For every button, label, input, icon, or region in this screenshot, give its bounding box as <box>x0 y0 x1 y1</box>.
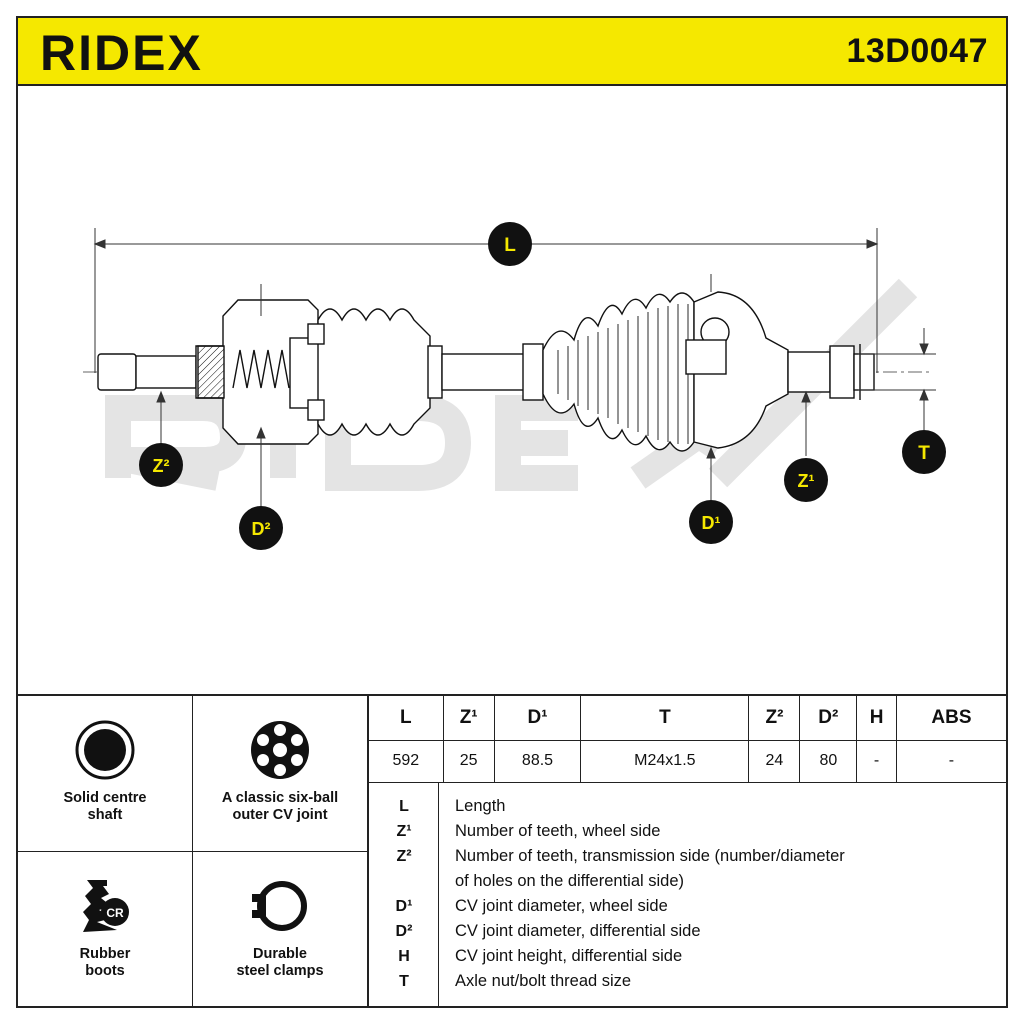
legend-key: H <box>398 948 410 965</box>
legend-text: of holes on the differential side) <box>455 872 685 890</box>
legend: L Length Z¹ Number of teeth, wheel side … <box>368 782 1006 1008</box>
feature-label-line-1: Rubber <box>79 946 131 962</box>
legend-text: Axle nut/bolt thread size <box>455 972 632 990</box>
technical-drawing: L Z² D² D¹ Z¹ T <box>18 88 1006 694</box>
spec-header: Z² <box>748 696 801 741</box>
tag-z1: Z¹ <box>784 458 828 502</box>
tag-d1: D¹ <box>689 500 733 544</box>
legend-row: D² CV joint diameter, differential side <box>369 919 1007 944</box>
legend-text: CV joint diameter, wheel side <box>455 897 668 915</box>
legend-key: D² <box>395 923 413 940</box>
feature-label-line-1: A classic six-ball <box>221 790 339 806</box>
rubber-boot-icon: CR <box>83 880 129 932</box>
spec-value: - <box>895 739 1006 783</box>
svg-text:Z¹: Z¹ <box>798 471 815 491</box>
spec-value: 25 <box>442 739 495 783</box>
solid-shaft-icon <box>75 720 135 780</box>
spec-value: M24x1.5 <box>580 739 750 783</box>
svg-text:RIDEX: RIDEX <box>40 25 203 80</box>
feature-label-line-2: boots <box>85 963 125 979</box>
feature-rubber-boots: CR Rubber boots <box>18 852 193 1008</box>
feature-label-line-2: steel clamps <box>236 963 324 979</box>
svg-text:D¹: D¹ <box>702 513 721 533</box>
legend-text: CV joint height, differential side <box>455 947 683 965</box>
spec-header: ABS <box>895 696 1006 741</box>
legend-row: T Axle nut/bolt thread size <box>369 969 1007 994</box>
leader-lines <box>156 274 936 508</box>
svg-text:D²: D² <box>252 519 271 539</box>
legend-row: L Length <box>369 794 1007 819</box>
legend-key: Z² <box>396 848 412 865</box>
feature-six-ball-joint: A classic six-ball outer CV joint <box>193 696 368 852</box>
spec-header: D² <box>799 696 858 741</box>
tag-z2: Z² <box>139 443 183 487</box>
feature-label-line-2: outer CV joint <box>232 807 328 823</box>
legend-text: Number of teeth, wheel side <box>455 822 661 840</box>
spec-value-row: 592 25 88.5 M24x1.5 24 80 - - <box>368 739 1006 783</box>
legend-row: D¹ CV joint diameter, wheel side <box>369 894 1007 919</box>
spec-header-row: L Z¹ D¹ T Z² D² H ABS <box>368 696 1006 741</box>
feature-solid-shaft: Solid centre shaft <box>18 696 193 852</box>
svg-text:Z²: Z² <box>153 456 170 476</box>
legend-text: Length <box>455 797 506 815</box>
svg-text:T: T <box>918 443 930 464</box>
spec-header: D¹ <box>493 696 582 741</box>
header-bar: RIDEX 13D0047 <box>18 18 1006 86</box>
legend-row: Z² Number of teeth, transmission side (n… <box>369 844 1007 869</box>
legend-row: Z¹ Number of teeth, wheel side <box>369 819 1007 844</box>
part-number: 13D0047 <box>846 32 988 70</box>
legend-key: Z¹ <box>396 823 412 840</box>
ridex-logo: RIDEX <box>40 25 203 80</box>
spec-header: Z¹ <box>442 696 495 741</box>
drive-shaft-drawing: L Z² D² D¹ Z¹ T <box>83 222 946 550</box>
legend-key-column <box>369 782 439 1008</box>
feature-label-line-1: Durable <box>253 946 307 962</box>
spec-table: L Z¹ D¹ T Z² D² H ABS 592 25 88.5 M24x1.… <box>368 696 1006 783</box>
drive-shaft <box>97 291 875 452</box>
svg-text:L: L <box>504 235 516 256</box>
spec-value: - <box>856 739 897 783</box>
legend-key: L <box>399 798 409 815</box>
spec-header: T <box>580 696 750 741</box>
steel-clamp-icon <box>252 881 307 931</box>
legend-key: T <box>399 973 409 990</box>
cr-badge: CR <box>106 906 124 920</box>
spec-header: L <box>368 696 444 741</box>
spec-value: 80 <box>799 739 858 783</box>
legend-text: CV joint diameter, differential side <box>455 922 701 940</box>
feature-label-line-1: Solid centre <box>63 790 147 806</box>
product-sheet: RIDEX 13D0047 <box>16 16 1008 1008</box>
legend-row: H CV joint height, differential side <box>369 944 1007 969</box>
tag-l: L <box>488 222 532 266</box>
feature-label-line-2: shaft <box>87 807 123 823</box>
legend-text: Number of teeth, transmission side (numb… <box>455 847 845 865</box>
specifications: L Z¹ D¹ T Z² D² H ABS 592 25 88.5 M24x1.… <box>368 696 1006 1008</box>
legend-key: D¹ <box>395 898 413 915</box>
spec-value: 24 <box>748 739 801 783</box>
tag-d2: D² <box>239 506 283 550</box>
spec-header: H <box>856 696 897 741</box>
info-panel: Solid centre shaft A classic six-ball ou… <box>18 694 1006 1008</box>
spec-value: 88.5 <box>493 739 582 783</box>
dimension-l <box>93 228 879 373</box>
feature-steel-clamps: Durable steel clamps <box>193 852 368 1008</box>
tag-t: T <box>902 430 946 474</box>
legend-row: of holes on the differential side) <box>369 869 1007 894</box>
spec-value: 592 <box>368 739 444 783</box>
six-ball-joint-icon <box>251 721 309 779</box>
